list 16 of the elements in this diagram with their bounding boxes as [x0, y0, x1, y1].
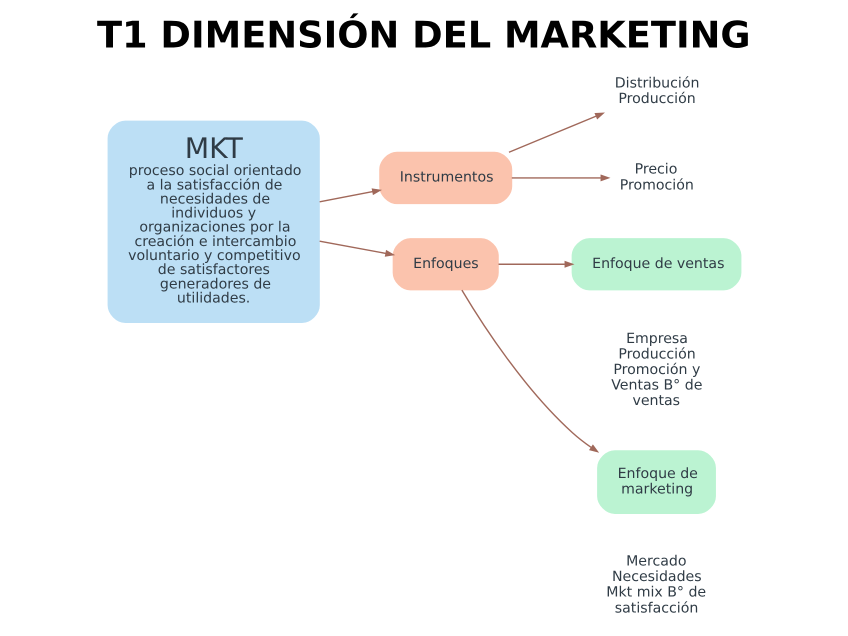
arrow [511, 174, 610, 182]
diagram-title: T1 DIMENSIÓN DEL MARKETING [96, 13, 750, 56]
node-box: Enfoque de ventas [571, 238, 741, 290]
node-label: Mercado Necesidades Mkt mix B° de satisfacción [606, 554, 706, 616]
arrow [508, 112, 604, 153]
node-box: Enfoque de marketing [596, 450, 716, 514]
arrow [319, 188, 382, 202]
node-box: Enfoques [392, 238, 498, 290]
node-text: Distribución Producción [614, 75, 699, 107]
node-box: Instrumentos [378, 152, 512, 204]
node-label: Empresa Producción Promoción y Ventas B° de ventas [610, 330, 702, 410]
node-text: Precio Promoción [619, 162, 694, 194]
arrow [460, 290, 599, 453]
arrow [498, 260, 574, 268]
node-box: MKT proceso social orientado a la satisfacción de necesidades de individuos y organizaciones por la creación e intercambio voluntario y competitivo de satisfactores generadores de utilidades. [107, 120, 320, 323]
arrow [319, 240, 395, 257]
